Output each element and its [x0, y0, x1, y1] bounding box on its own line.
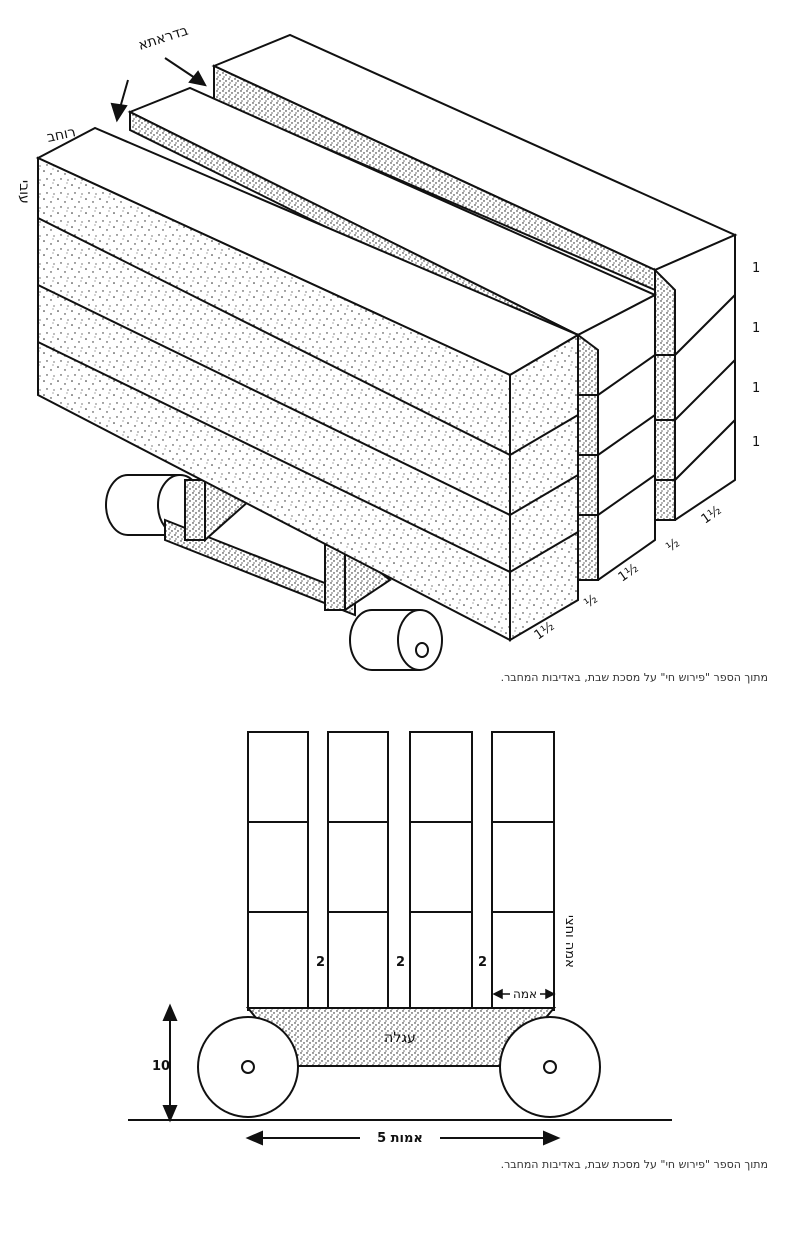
width-arrow — [245, 1130, 561, 1146]
height-arrow — [162, 1003, 178, 1123]
depth-label-5: 1½ — [699, 503, 725, 527]
depth-label-4: ½ — [664, 536, 683, 556]
wagon-base — [105, 474, 443, 671]
caption-bottom: מתוך הספר "פירוש חי" על מסכת שבת, באדיבו… — [500, 1158, 768, 1171]
ama-label: אמה — [513, 987, 537, 1001]
width-label: 5 אמות — [377, 1131, 423, 1146]
agala-label: עגלה — [384, 1030, 416, 1046]
isometric-wagon-diagram: בדראתא רוחב עובי 1 1 1 1 1½ ½ 1½ ½ 1½ — [16, 23, 760, 671]
label-badraata: בדראתא — [136, 23, 190, 54]
depth-label-2: ½ — [582, 592, 601, 612]
front-view-wagon-diagram: 10 5 אמות 2 2 2 אמה אמה וחצי עגלה — [128, 731, 672, 1146]
gap-label-2: 2 — [396, 955, 405, 970]
height-label: 10 — [152, 1059, 170, 1074]
front-beam-stack — [35, 126, 581, 642]
right-number-4: 1 — [752, 435, 760, 450]
back-beam-stack — [211, 33, 738, 521]
label-arrows — [110, 57, 207, 123]
ama-arrow — [492, 988, 556, 1000]
gap-label-3: 2 — [478, 955, 487, 970]
caption-top: מתוך הספר "פירוש חי" על מסכת שבת, באדיבו… — [500, 671, 768, 684]
beam-columns — [247, 731, 555, 1011]
label-ovi: עובי — [16, 180, 32, 204]
right-number-3: 1 — [752, 381, 760, 396]
right-number-2: 1 — [752, 321, 760, 336]
wheels — [197, 1016, 601, 1118]
right-number-1: 1 — [752, 261, 760, 276]
gap-label-1: 2 — [316, 955, 325, 970]
label-rochav: רוחב — [46, 124, 78, 146]
ama-vachetzi-label: אמה וחצי — [562, 915, 577, 968]
